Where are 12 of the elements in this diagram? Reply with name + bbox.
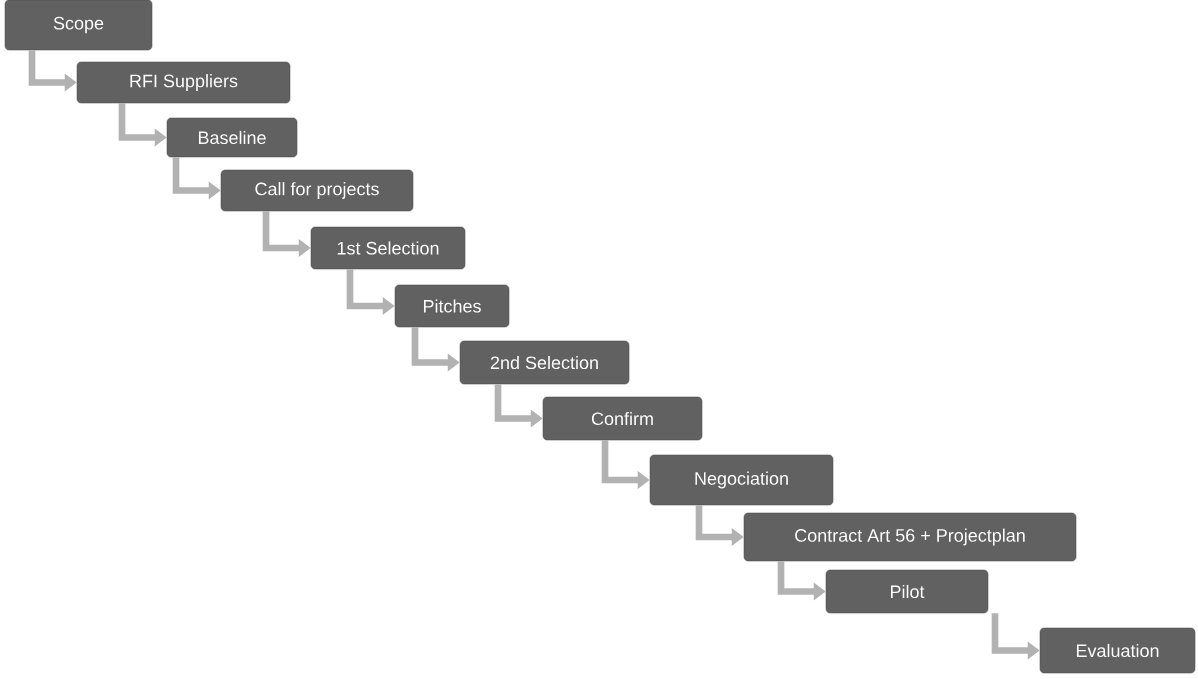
process-box: 2nd Selection bbox=[459, 340, 630, 385]
process-box: Scope bbox=[4, 0, 153, 51]
process-box: Contract Art 56 + Projectplan bbox=[743, 512, 1077, 562]
process-box: 1st Selection bbox=[310, 226, 466, 270]
process-box: Pitches bbox=[394, 284, 510, 328]
process-box: Evaluation bbox=[1039, 627, 1196, 674]
process-box: Call for projects bbox=[220, 169, 414, 212]
process-box: Confirm bbox=[542, 396, 703, 441]
process-box: Baseline bbox=[166, 117, 298, 158]
process-box: Negociation bbox=[649, 454, 834, 506]
process-box: RFI Suppliers bbox=[76, 61, 291, 104]
process-box: Pilot bbox=[825, 569, 989, 614]
